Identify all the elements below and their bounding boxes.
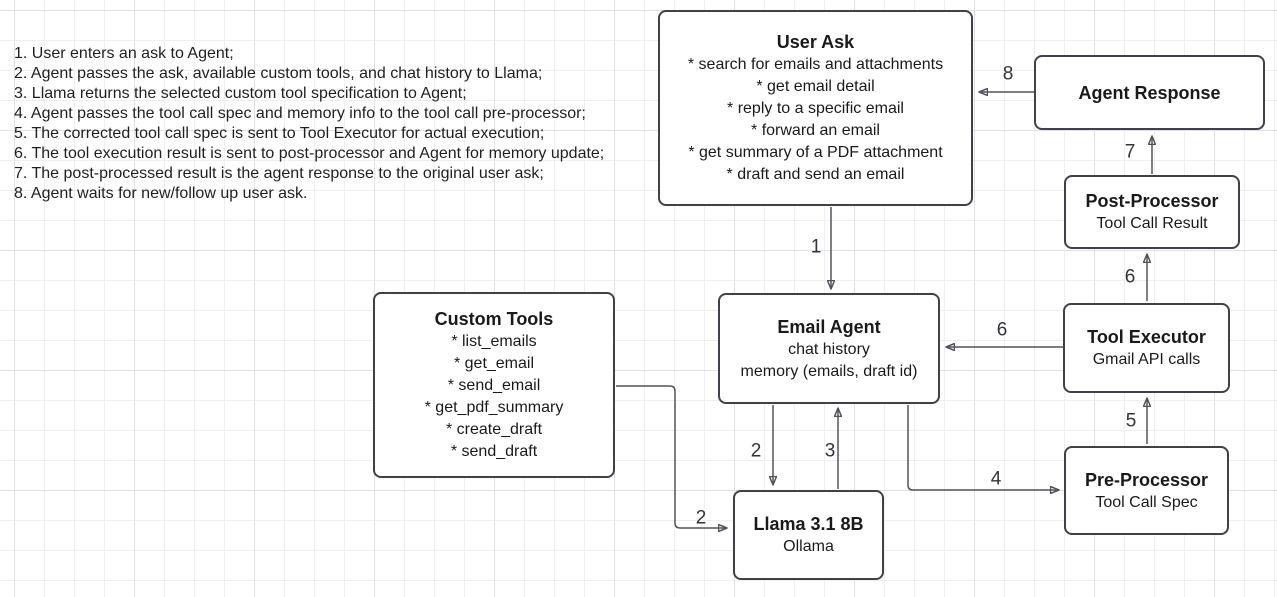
edge-label-6v: 6 — [1124, 266, 1136, 288]
node-email-agent-line: memory (emails, draft id) — [740, 362, 918, 380]
edge-label-6h: 6 — [996, 319, 1008, 341]
node-pre-processor[interactable]: Pre-Processor Tool Call Spec — [1064, 446, 1229, 535]
steps-annotation: 1. User enters an ask to Agent; 2. Agent… — [14, 44, 604, 204]
step-line: 6. The tool execution result is sent to … — [14, 145, 605, 162]
edge-label-3: 3 — [824, 440, 836, 462]
node-email-agent[interactable]: Email Agent chat history memory (emails,… — [718, 293, 940, 404]
node-custom-tools-line: * send_email — [447, 377, 541, 394]
node-post-processor-subtitle: Tool Call Result — [1096, 215, 1208, 232]
edge-label-1: 1 — [810, 236, 822, 258]
edge-label-5: 5 — [1125, 410, 1137, 432]
edge-2-customtools-llama — [616, 385, 726, 528]
edge-label-8: 8 — [1002, 63, 1014, 85]
node-user-ask-line: * search for emails and attachments — [687, 56, 944, 73]
step-line: 4. Agent passes the tool call spec and m… — [14, 105, 586, 122]
node-user-ask-line: * draft and send an email — [726, 166, 905, 183]
node-email-agent-line: chat history — [788, 340, 870, 358]
node-tool-executor-title: Tool Executor — [1087, 327, 1206, 347]
node-user-ask-line: * get summary of a PDF attachment — [688, 144, 943, 161]
step-line: 8. Agent waits for new/follow up user as… — [14, 185, 308, 202]
edge-label-2b: 2 — [695, 507, 707, 529]
node-email-agent-title: Email Agent — [777, 316, 881, 337]
node-user-ask-title: User Ask — [776, 32, 855, 52]
edge-label-7: 7 — [1124, 141, 1136, 163]
node-custom-tools-line: * list_emails — [451, 333, 537, 350]
node-custom-tools-line: * get_pdf_summary — [424, 399, 564, 416]
node-post-processor[interactable]: Post-Processor Tool Call Result — [1064, 175, 1240, 249]
node-agent-response[interactable]: Agent Response — [1034, 55, 1265, 130]
node-user-ask-line: * get email detail — [756, 78, 875, 95]
node-custom-tools-line: * get_email — [453, 355, 535, 372]
node-agent-response-title: Agent Response — [1078, 82, 1221, 103]
node-user-ask-line: * forward an email — [751, 122, 880, 139]
edge-label-4: 4 — [990, 468, 1002, 490]
step-line: 5. The corrected tool call spec is sent … — [14, 125, 545, 142]
node-llama[interactable]: Llama 3.1 8B Ollama — [733, 490, 884, 580]
node-llama-subtitle: Ollama — [783, 538, 834, 555]
step-line: 1. User enters an ask to Agent; — [14, 45, 234, 62]
node-tool-executor[interactable]: Tool Executor Gmail API calls — [1063, 303, 1230, 393]
node-custom-tools-line: * create_draft — [445, 421, 543, 438]
step-line: 3. Llama returns the selected custom too… — [14, 85, 467, 102]
node-post-processor-title: Post-Processor — [1085, 191, 1219, 211]
node-pre-processor-title: Pre-Processor — [1084, 469, 1209, 490]
node-custom-tools-line: * send_draft — [450, 443, 538, 460]
node-llama-title: Llama 3.1 8B — [753, 514, 864, 534]
node-user-ask[interactable]: User Ask * search for emails and attachm… — [658, 10, 973, 206]
node-custom-tools-title: Custom Tools — [434, 309, 554, 329]
node-user-ask-line: * reply to a specific email — [727, 100, 904, 117]
edge-4-emailagent-preprocessor — [907, 405, 1058, 490]
node-tool-executor-subtitle: Gmail API calls — [1092, 351, 1201, 368]
edge-label-2: 2 — [750, 440, 762, 462]
node-custom-tools[interactable]: Custom Tools * list_emails * get_email *… — [373, 292, 615, 478]
node-pre-processor-subtitle: Tool Call Spec — [1095, 493, 1198, 511]
step-line: 2. Agent passes the ask, available custo… — [14, 65, 543, 82]
step-line: 7. The post-processed result is the agen… — [14, 165, 544, 182]
